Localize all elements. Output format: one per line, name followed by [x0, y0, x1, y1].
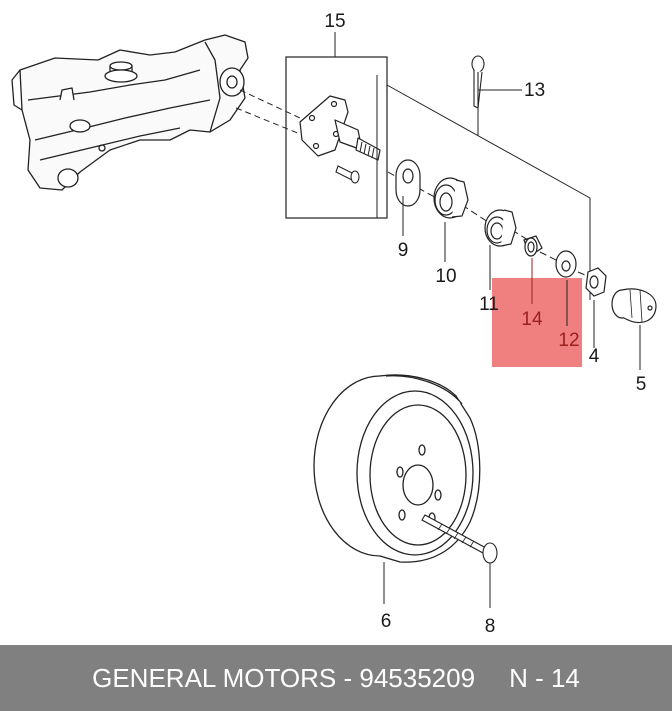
wheel-bolt-8 [421, 514, 498, 564]
footer-caption: GENERAL MOTORS - 94535209 N - 14 [0, 645, 672, 711]
dust-cap-5 [611, 288, 657, 323]
callout-11: 11 [479, 294, 499, 315]
nut-4 [585, 267, 607, 297]
bearing-11 [484, 209, 517, 247]
bearing-cone-14 [523, 235, 543, 257]
axis-guide-lines [376, 75, 591, 300]
callout-4: 4 [589, 346, 600, 367]
callout-12: 12 [558, 330, 579, 351]
callout-9: 9 [398, 240, 409, 261]
spindle-bolt [335, 165, 360, 184]
callout-13: 13 [524, 80, 545, 101]
callout-5: 5 [636, 374, 647, 395]
group-box-15 [285, 56, 388, 219]
footer-ref: N - 14 [509, 662, 580, 693]
cotter-pin-13 [471, 55, 485, 109]
alignment-dashes [235, 89, 301, 135]
washer-12 [555, 250, 577, 278]
axle-beam [11, 34, 249, 191]
exploded-parts-diagram: 15 13 9 10 11 14 12 4 5 6 8 [11, 11, 657, 637]
callout-8: 8 [485, 616, 496, 637]
inner-bearing-9 [395, 159, 421, 207]
hub-bearing-10 [433, 177, 469, 219]
stub-axle [299, 95, 381, 161]
callout-14: 14 [521, 309, 543, 330]
callout-15: 15 [324, 11, 345, 32]
footer-brand-part: GENERAL MOTORS - 94535209 [92, 662, 476, 693]
callout-6: 6 [381, 611, 392, 632]
callout-10: 10 [435, 266, 456, 287]
brake-drum-6 [313, 374, 481, 563]
